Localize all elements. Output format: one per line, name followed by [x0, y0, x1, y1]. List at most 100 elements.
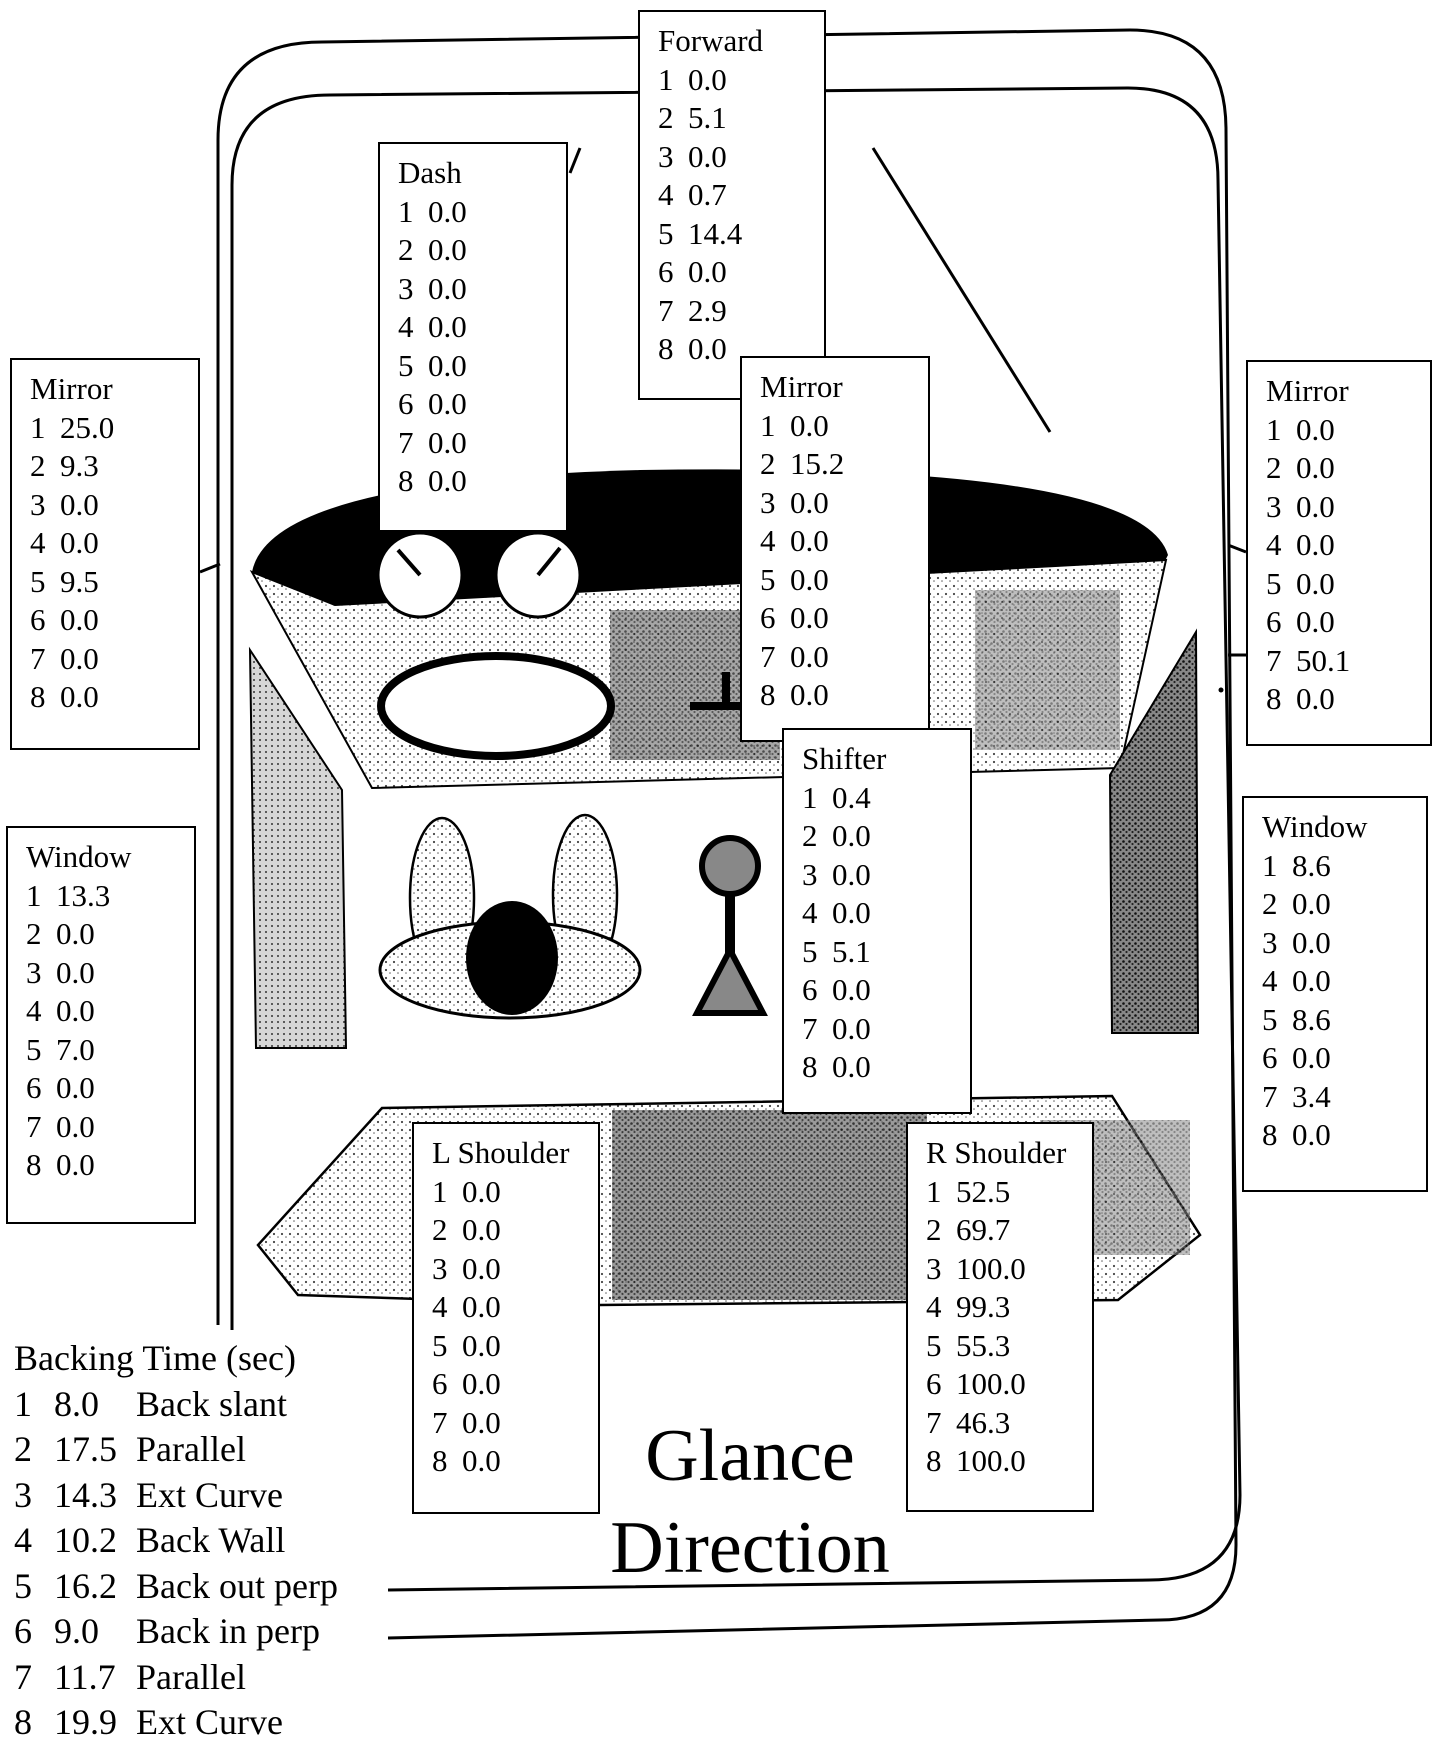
left-window-row: 30.0	[26, 954, 194, 993]
l-shoulder-title: L Shoulder	[432, 1134, 598, 1173]
right-window-title: Window	[1262, 808, 1426, 847]
diagram-caption: Glance Direction	[560, 1410, 940, 1594]
right-window-row: 20.0	[1262, 885, 1426, 924]
left-mirror-title: Mirror	[30, 370, 198, 409]
legend-row: 69.0Back in perp	[14, 1609, 338, 1655]
right-mirror-title: Mirror	[1266, 372, 1430, 411]
left-window-title: Window	[26, 838, 194, 877]
left-mirror-row: 40.0	[30, 524, 198, 563]
caption-line-2: Direction	[560, 1502, 940, 1594]
dash-title: Dash	[398, 154, 566, 193]
r-shoulder-row: 499.3	[926, 1288, 1092, 1327]
driver-head	[466, 901, 558, 1015]
right-window-row: 40.0	[1262, 962, 1426, 1001]
center-mirror-row: 60.0	[760, 599, 928, 638]
forward-row: 514.4	[658, 215, 824, 254]
shifter-row: 10.4	[802, 779, 970, 818]
shifter-base	[697, 950, 763, 1013]
left-mirror-row: 125.0	[30, 409, 198, 448]
caption-line-1: Glance	[560, 1410, 940, 1502]
left-mirror-row: 29.3	[30, 447, 198, 486]
shifter-title: Shifter	[802, 740, 970, 779]
backing-time-legend: Backing Time (sec) 18.0Back slant 217.5P…	[14, 1336, 338, 1746]
r-shoulder-row: 746.3	[926, 1404, 1092, 1443]
left-window-row: 80.0	[26, 1146, 194, 1185]
right-mirror-connector	[1228, 545, 1246, 552]
rear-shelf-dark-patch	[612, 1110, 927, 1300]
control-knob-stem	[722, 672, 730, 706]
dash-row: 20.0	[398, 231, 566, 270]
forward-title: Forward	[658, 22, 824, 61]
center-mirror-row: 30.0	[760, 484, 928, 523]
dashboard-dark-patch-right	[975, 590, 1120, 750]
forward-row: 30.0	[658, 138, 824, 177]
r-shoulder-row: 555.3	[926, 1327, 1092, 1366]
right-window-row: 18.6	[1262, 847, 1426, 886]
right-mirror-box: Mirror 10.0 20.0 30.0 40.0 50.0 60.0 750…	[1246, 360, 1432, 746]
legend-title: Backing Time (sec)	[14, 1336, 338, 1382]
